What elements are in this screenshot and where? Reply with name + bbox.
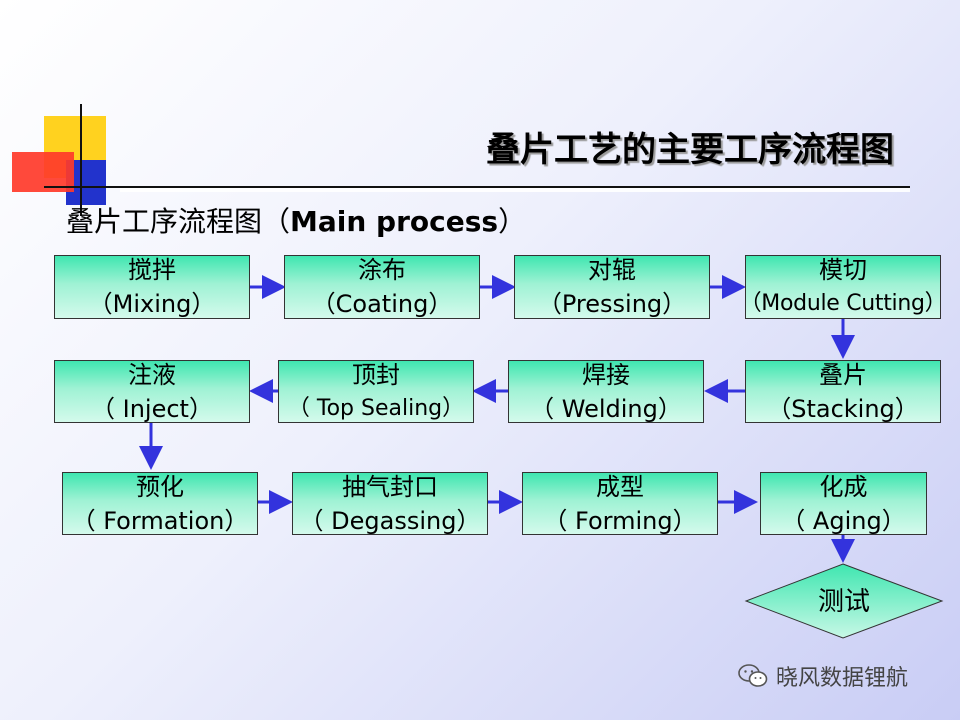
step-en: （Pressing） — [537, 290, 687, 318]
title-underline — [44, 186, 910, 188]
step-en: （Stacking） — [767, 394, 919, 423]
step-en: （ Degassing） — [299, 506, 481, 535]
step-en: （ Top Sealing） — [287, 395, 465, 421]
subtitle-en: Main process — [290, 205, 499, 238]
test-label: 测试 — [817, 587, 870, 617]
step-inject: 注液 （ Inject） — [54, 360, 250, 423]
step-cn: 成型 — [596, 472, 644, 501]
decor-vertical-line — [80, 104, 82, 216]
watermark-text: 晓风数据锂航 — [776, 666, 909, 691]
subtitle-close: ） — [498, 205, 527, 238]
step-en: （ Inject） — [91, 394, 213, 423]
step-en: （Module Cutting） — [739, 291, 947, 316]
step-formation: 预化 （ Formation） — [62, 472, 258, 535]
wechat-icon — [738, 664, 768, 687]
step-aging: 化成 （ Aging） — [760, 472, 927, 535]
step-cn: 预化 — [136, 472, 184, 501]
watermark: 晓风数据锂航 — [738, 660, 908, 692]
subtitle-cn: 叠片工序流程图（ — [66, 205, 291, 238]
page-title: 叠片工艺的主要工序流程图 — [486, 130, 894, 170]
step-cn: 模切 — [819, 256, 867, 284]
step-cn: 搅拌 — [128, 256, 176, 284]
decor-square-red — [12, 152, 74, 192]
step-pressing: 对辊 （Pressing） — [514, 255, 710, 319]
step-welding: 焊接 （ Welding） — [508, 360, 704, 423]
step-en: （ Aging） — [781, 506, 906, 535]
step-en: （ Welding） — [530, 394, 682, 423]
step-cn: 对辊 — [588, 256, 636, 284]
test-diamond — [744, 563, 944, 639]
diagram-subtitle: 叠片工序流程图（Main process） — [66, 200, 526, 240]
step-top-sealing: 顶封 （ Top Sealing） — [278, 360, 474, 423]
step-stacking: 叠片 （Stacking） — [745, 360, 941, 423]
step-coating: 涂布 （Coating） — [284, 255, 480, 319]
step-forming: 成型 （ Forming） — [522, 472, 718, 535]
step-en: （ Formation） — [71, 506, 249, 535]
step-cn: 焊接 — [582, 360, 630, 389]
step-en: （ Forming） — [543, 506, 697, 535]
step-cn: 抽气封口 — [342, 472, 438, 501]
title-underline-highlight — [120, 188, 910, 192]
step-cn: 注液 — [128, 360, 176, 389]
step-en: （Coating） — [311, 290, 453, 318]
step-cn: 涂布 — [358, 256, 406, 284]
step-module-cutting: 模切 （Module Cutting） — [740, 255, 947, 319]
step-mixing: 搅拌 （Mixing） — [54, 255, 250, 319]
step-cn: 顶封 — [352, 360, 400, 389]
step-en: （Mixing） — [88, 290, 216, 318]
step-degassing: 抽气封口 （ Degassing） — [292, 472, 488, 535]
step-cn: 叠片 — [819, 360, 867, 389]
step-cn: 化成 — [819, 472, 868, 501]
